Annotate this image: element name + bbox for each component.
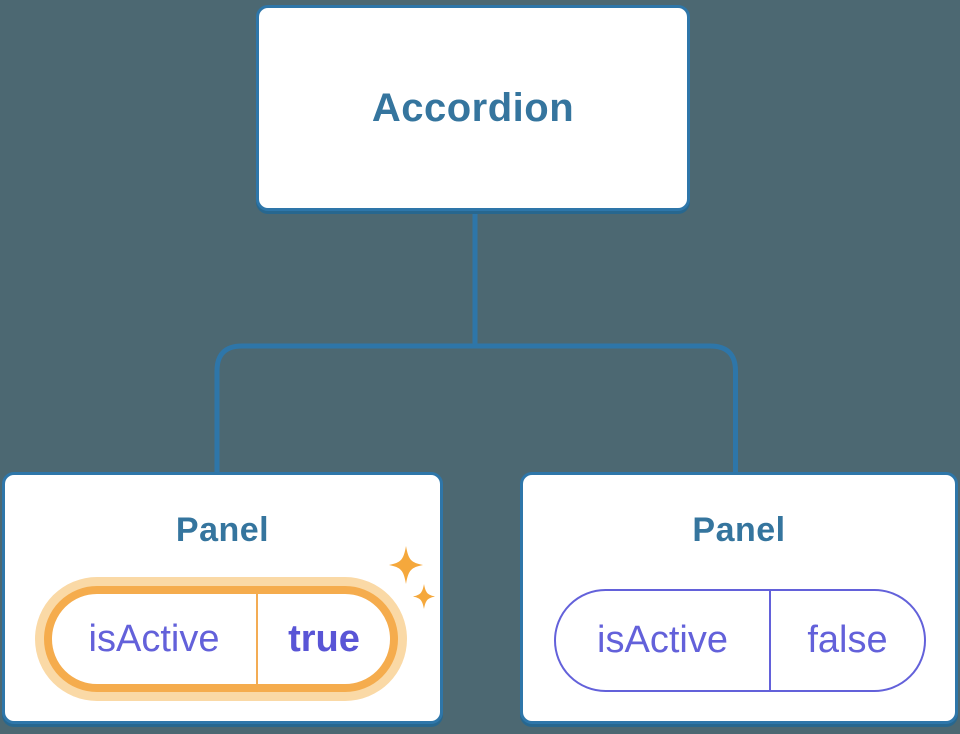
panel-node-label: Panel: [175, 511, 270, 549]
panel-node-label: Panel: [692, 511, 786, 549]
state-value: false: [807, 619, 888, 661]
pill-divider: [256, 594, 258, 684]
accordion-node-label: Accordion: [371, 85, 575, 130]
state-pill-active: isActive true: [44, 586, 398, 692]
state-name: isActive: [88, 617, 220, 660]
panel-node-active: Panel isActive true: [2, 472, 443, 724]
state-pill-inactive: isActive false: [554, 589, 926, 692]
sparkles-icon: [389, 546, 435, 609]
accordion-node: Accordion: [256, 5, 690, 211]
state-name: isActive: [597, 619, 728, 661]
pill-divider: [769, 591, 771, 690]
panel-node-inactive: Panel isActive false: [520, 472, 958, 724]
state-value: true: [288, 617, 360, 660]
